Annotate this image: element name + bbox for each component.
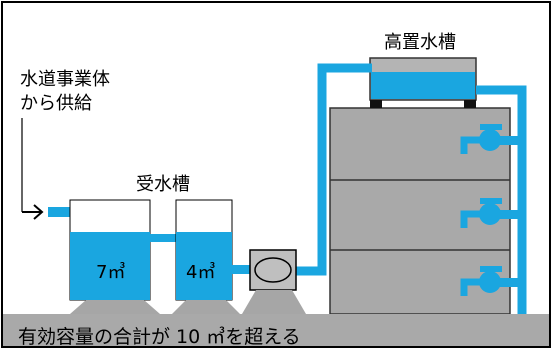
tank-base	[70, 300, 160, 314]
receiving-tank-2: 4㎥	[175, 199, 233, 301]
tank-volume-label: 7㎥	[96, 262, 125, 283]
right-arrow-icon	[22, 204, 44, 220]
elevated-tank-label: 高置水槽	[384, 32, 456, 53]
receiving-tank-label: 受水槽	[136, 174, 190, 195]
tank-base	[172, 300, 240, 314]
elevated-tank-leg	[370, 100, 382, 108]
pump-inlet-pipe	[232, 265, 250, 274]
faucet-icon	[460, 266, 522, 296]
distribution-pipe	[476, 85, 527, 314]
footer-note: 有効容量の合計が 10 ㎥を超える	[18, 326, 301, 348]
supply-pipe	[296, 63, 372, 276]
receiving-tank-1: 7㎥	[69, 199, 151, 301]
supply-source-label: 水道事業体から供給	[20, 69, 110, 114]
pump-base	[242, 290, 306, 314]
faucet-icon	[460, 124, 522, 154]
footer-band	[3, 314, 549, 346]
supply-source-line: 水道事業体	[20, 69, 110, 90]
elevated-tank-leg	[464, 100, 476, 108]
faucet-icon	[460, 198, 522, 228]
supply-source-line: から供給	[20, 93, 92, 114]
elevated-tank	[369, 57, 477, 108]
elevated-tank-water	[371, 72, 475, 99]
pump-icon	[249, 249, 297, 291]
tank-connector-pipe	[150, 234, 176, 242]
tank-volume-label: 4㎥	[186, 262, 215, 283]
